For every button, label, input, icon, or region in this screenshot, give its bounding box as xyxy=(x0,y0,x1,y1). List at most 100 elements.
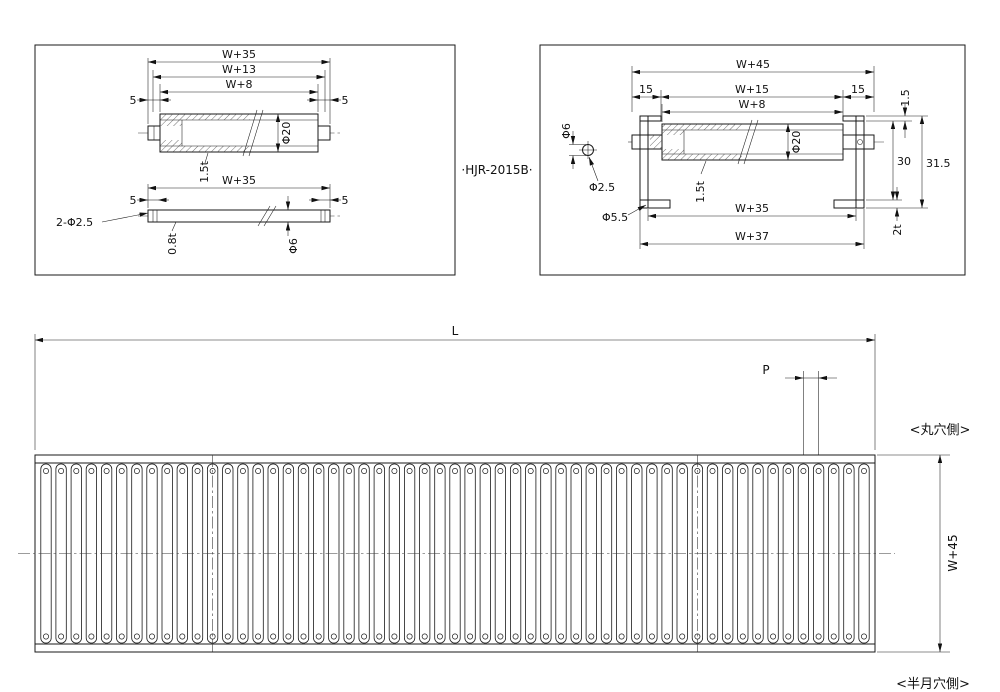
roller-end-cap xyxy=(58,468,65,474)
frame-top-flange-right xyxy=(842,115,865,122)
roller-end-cap xyxy=(58,633,65,640)
label-round-hole-side: <丸穴側> xyxy=(910,423,971,438)
roller-end-cap xyxy=(239,633,246,640)
left-shaft-view xyxy=(138,205,342,227)
dim-phi6-pin: Φ6 xyxy=(560,123,573,139)
roller-end-cap xyxy=(224,633,231,640)
roller-end-cap xyxy=(194,468,201,474)
roller-end-cap xyxy=(497,468,504,474)
break-line xyxy=(743,119,759,165)
roller-end-cap xyxy=(436,468,443,474)
dim-phi5-5: Φ5.5 xyxy=(602,211,628,224)
roller-end-cap xyxy=(800,633,807,640)
roller-end-cap xyxy=(679,633,686,640)
roller-end-cap xyxy=(709,633,716,640)
left-shaft-dimensions: W+35 5 5 2-Φ2.5 0.8t Φ6 xyxy=(56,174,349,255)
roller-end-cap xyxy=(815,633,822,640)
roller-end-cap xyxy=(542,468,549,474)
roller-end-cap xyxy=(133,468,140,474)
left-view-border xyxy=(34,44,456,276)
roller-end-cap xyxy=(770,633,777,640)
roller-end-cap xyxy=(664,468,671,474)
roller-end-cap xyxy=(255,633,262,640)
roller-end-cap xyxy=(512,633,519,640)
roller-end-cap xyxy=(497,633,504,640)
dim-w37: W+37 xyxy=(735,230,769,243)
roller-end-cap xyxy=(694,468,701,474)
roller-end-cap xyxy=(391,468,398,474)
left-roller-dimensions: W+35 W+13 W+8 5 5 Φ20 1.5t xyxy=(130,48,349,183)
dim-15-right: 15 xyxy=(851,83,865,96)
dim-pitch-P: P xyxy=(762,363,769,377)
roller-end-cap xyxy=(315,633,322,640)
roller-end-cap xyxy=(512,468,519,474)
roller-end-cap xyxy=(724,468,731,474)
roller-end-cap xyxy=(239,468,246,474)
roller-end-cap xyxy=(149,633,155,640)
roller-end-cap xyxy=(149,468,155,474)
roller-shaft-right xyxy=(317,125,331,141)
dim-phi20: Φ20 xyxy=(790,131,803,154)
dim-w45: W+45 xyxy=(736,58,770,71)
dim-length-L: L xyxy=(452,324,459,338)
roller-end-cap xyxy=(421,633,428,640)
dim-30: 30 xyxy=(897,155,911,168)
roller-end-cap xyxy=(118,633,125,640)
roller-end-cap xyxy=(694,633,701,640)
roller-end-cap xyxy=(785,633,792,640)
roller-end-cap xyxy=(709,468,716,474)
roller-end-cap xyxy=(209,468,216,474)
roller-end-cap xyxy=(467,468,474,474)
roller-end-cap xyxy=(103,633,110,640)
dim-five-bottom-right: 5 xyxy=(342,194,349,207)
roller-end-cap xyxy=(330,633,337,640)
dim-w35: W+35 xyxy=(735,202,769,215)
roller-end-cap xyxy=(830,633,837,640)
roller-end-cap xyxy=(861,468,867,474)
dim-0-8t: 0.8t xyxy=(166,232,179,254)
dim-w35-top: W+35 xyxy=(222,48,256,61)
roller-end-cap xyxy=(527,468,534,474)
roller-end-cap xyxy=(467,633,474,640)
frame-bottom-flange-right xyxy=(833,199,865,209)
roller-end-cap xyxy=(376,633,383,640)
roller-end-cap xyxy=(452,468,458,474)
roller-end-cap xyxy=(588,468,595,474)
roller-end-cap xyxy=(209,633,216,640)
roller-end-cap xyxy=(542,633,549,640)
model-label: ·HJR-2015B· xyxy=(461,163,532,177)
roller-end-cap xyxy=(330,468,337,474)
dim-five-top-right: 5 xyxy=(342,94,349,107)
roller-end-cap xyxy=(73,468,80,474)
break-line xyxy=(248,109,264,157)
roller-end-cap xyxy=(664,633,671,640)
roller-end-cap xyxy=(224,468,231,474)
dim-1-5t: 1.5t xyxy=(694,180,707,202)
roller-end-cap xyxy=(558,468,564,474)
roller-end-cap xyxy=(270,633,277,640)
roller-end-cap xyxy=(830,468,837,474)
roller-end-cap xyxy=(285,468,292,474)
roller-end-cap xyxy=(43,633,49,640)
roller-end-cap xyxy=(73,633,80,640)
roller-end-cap xyxy=(346,468,352,474)
dim-phi20: Φ20 xyxy=(280,122,293,145)
right-roller-assembly xyxy=(579,115,884,209)
dim-w8: W+8 xyxy=(225,78,252,91)
roller-end-cap xyxy=(588,633,595,640)
roller-end-cap xyxy=(573,468,580,474)
roller-end-cap xyxy=(861,633,867,640)
dim-w35-bottom: W+35 xyxy=(222,174,256,187)
roller-end-cap xyxy=(118,468,125,474)
left-roller-section xyxy=(138,109,342,157)
roller-end-cap xyxy=(179,468,186,474)
roller-end-cap xyxy=(406,468,413,474)
dim-1-5: 1.5 xyxy=(899,89,912,107)
roller-end-cap xyxy=(315,468,322,474)
roller-end-cap xyxy=(724,633,731,640)
roller-end-cap xyxy=(770,468,777,474)
frame-hole-right xyxy=(857,139,863,145)
roller-end-cap xyxy=(603,468,610,474)
break-line xyxy=(257,205,271,227)
